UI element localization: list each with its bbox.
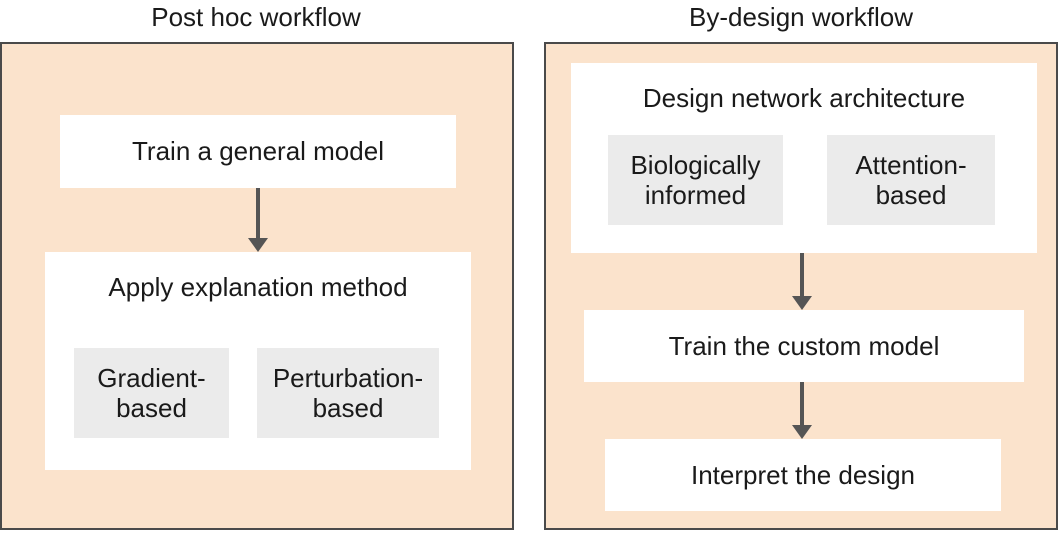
perturbation-based-line1: Perturbation- (272, 363, 424, 393)
train-custom-model-label: Train the custom model (668, 330, 940, 361)
attention-based-chip: Attention- based (827, 135, 995, 225)
perturbation-based-chip: Perturbation- based (257, 348, 439, 438)
train-general-model-label: Train a general model (132, 136, 384, 166)
gradient-based-line2: based (116, 393, 187, 423)
post-hoc-panel: Train a general model Apply explanation … (0, 42, 514, 530)
by-design-heading: By-design workflow (689, 2, 913, 32)
interpret-design-box: Interpret the design (605, 439, 1001, 511)
gradient-based-chip: Gradient- based (74, 348, 229, 438)
arrow-shaft (800, 253, 804, 298)
arrow-shaft (800, 382, 804, 427)
post-hoc-arrow (248, 188, 268, 252)
arrow-head (792, 296, 812, 310)
train-to-interpret-arrow (792, 382, 812, 439)
attention-based-line2: based (875, 180, 947, 210)
post-hoc-heading: Post hoc workflow (151, 2, 361, 32)
arrow-shaft (256, 188, 260, 240)
apply-explanation-title: Apply explanation method (108, 272, 408, 302)
biologically-informed-chip: Biologically informed (608, 135, 783, 225)
perturbation-based-line2: based (312, 393, 384, 423)
attention-based-line1: Attention- (855, 150, 967, 180)
gradient-based-line1: Gradient- (97, 363, 206, 393)
arrow-head (248, 238, 268, 252)
apply-explanation-box: Apply explanation method Gradient- based… (45, 252, 471, 470)
biologically-informed-line1: Biologically (630, 150, 761, 180)
design-architecture-title: Design network architecture (642, 83, 966, 113)
design-architecture-box: Design network architecture Biologically… (571, 63, 1037, 253)
arrow-head (792, 425, 812, 439)
interpret-design-label: Interpret the design (690, 459, 916, 490)
design-to-train-arrow (792, 253, 812, 310)
by-design-panel: Design network architecture Biologically… (544, 42, 1058, 530)
train-custom-model-box: Train the custom model (584, 310, 1024, 382)
train-general-model-box: Train a general model (60, 115, 456, 188)
biologically-informed-line2: informed (644, 180, 747, 210)
